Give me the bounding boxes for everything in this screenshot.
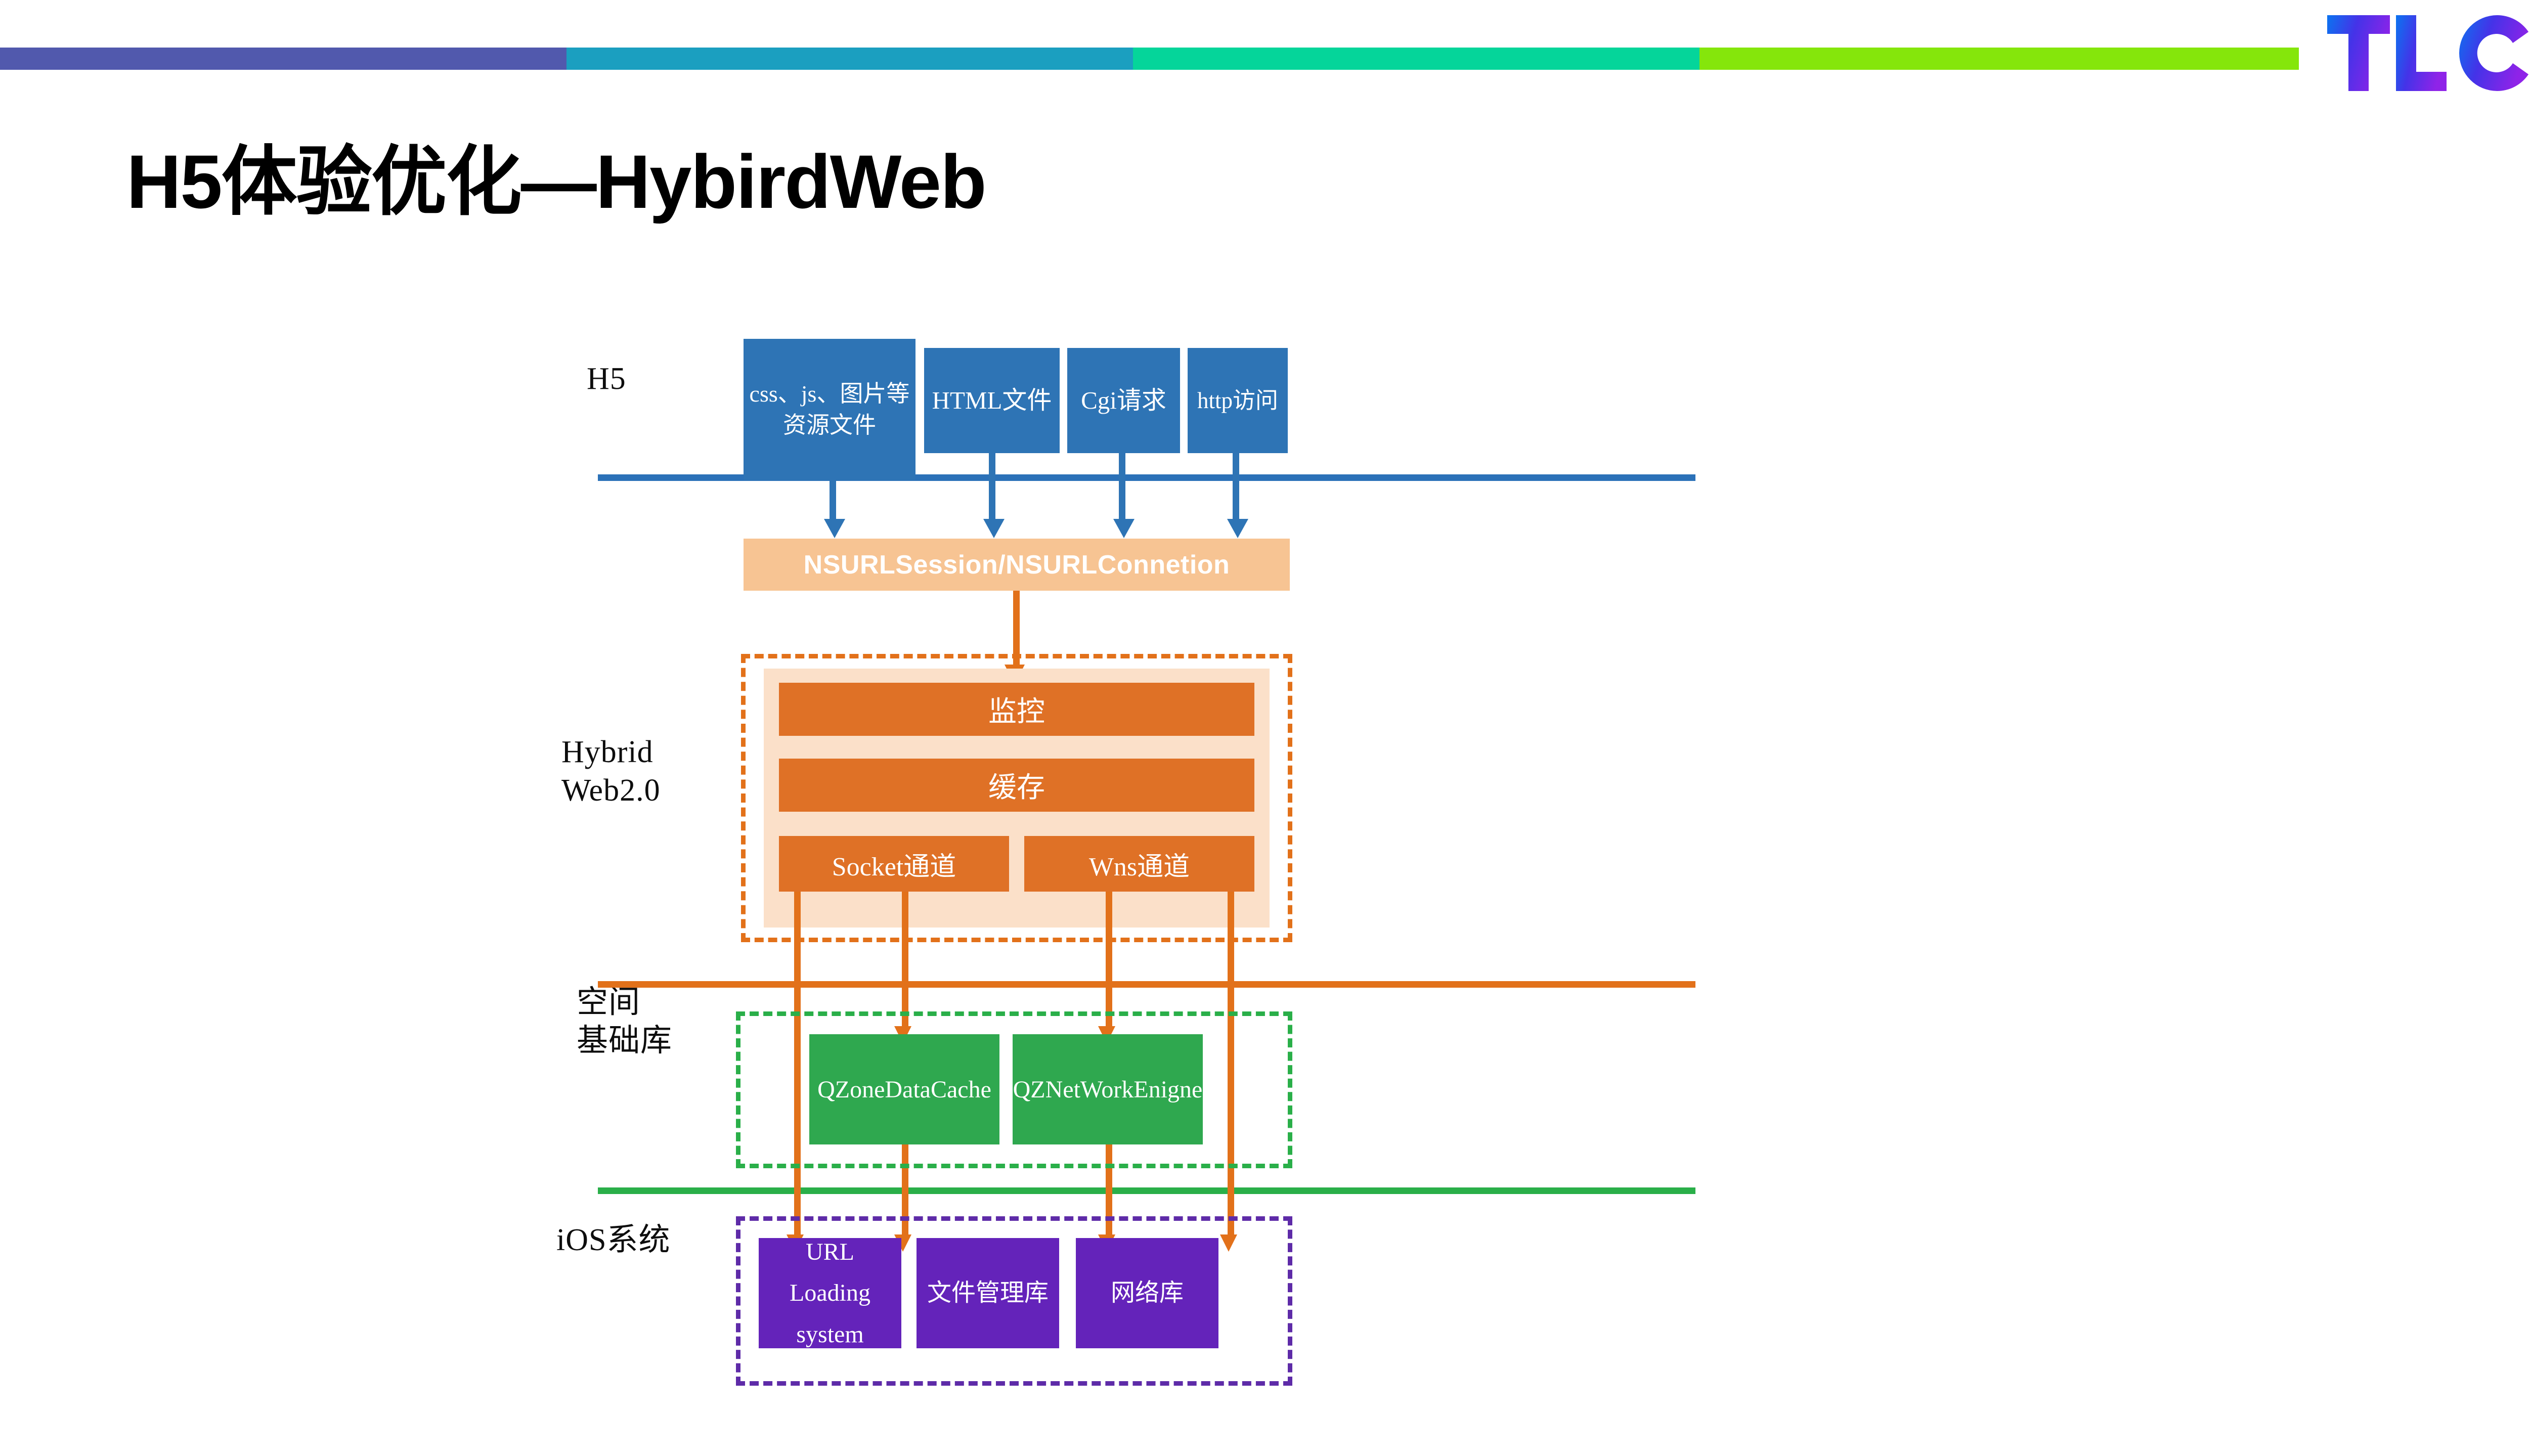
page-title: H5体验优化—HybirdWeb	[126, 139, 987, 224]
hybrid-box-cache: 缓存	[779, 759, 1254, 812]
divider-line-space	[598, 1187, 1695, 1194]
tlc-logo-icon	[2327, 15, 2528, 91]
nsurlsession-bar: NSURLSession/NSURLConnetion	[744, 539, 1290, 591]
hybrid-dashed-region	[741, 654, 1292, 942]
space-box-qznetworkenigne: QZNetWorkEnigne	[1013, 1034, 1203, 1144]
ios-box-filemanager: 文件管理库	[917, 1238, 1059, 1348]
h5-box-cgi: Cgi请求	[1067, 348, 1180, 453]
hybrid-box-socket: Socket通道	[779, 836, 1009, 892]
divider-line-hybrid	[598, 981, 1695, 988]
space-box-qzonedatacache: QZoneDataCache	[809, 1034, 999, 1144]
architecture-diagram: H5 Hybrid Web2.0 空间 基础库 iOS系统 css、js、图片等…	[556, 324, 1740, 1436]
hybrid-box-wns: Wns通道	[1024, 836, 1254, 892]
header-bar-indigo	[0, 48, 566, 70]
space-dashed-region	[736, 1011, 1292, 1168]
header-bar-cyan	[566, 48, 1133, 70]
tlc-logo	[2325, 10, 2529, 96]
ios-box-urlloading: URL Loading system	[759, 1238, 901, 1348]
ios-box-network: 网络库	[1076, 1238, 1218, 1348]
tier-label-h5: H5	[587, 362, 626, 396]
header-bar-teal	[1133, 48, 1699, 70]
h5-box-resources: css、js、图片等 资源文件	[744, 339, 915, 480]
tier-label-ios: iOS系统	[556, 1223, 671, 1257]
tier-label-space: 空间 基础库	[577, 985, 673, 1058]
header-color-bars	[0, 48, 2299, 70]
tier-label-hybrid: Hybrid Web2.0	[561, 735, 661, 808]
header-bar-lime	[1699, 48, 2299, 70]
hybrid-box-monitor: 监控	[779, 683, 1254, 736]
ios-dashed-region	[736, 1216, 1292, 1386]
